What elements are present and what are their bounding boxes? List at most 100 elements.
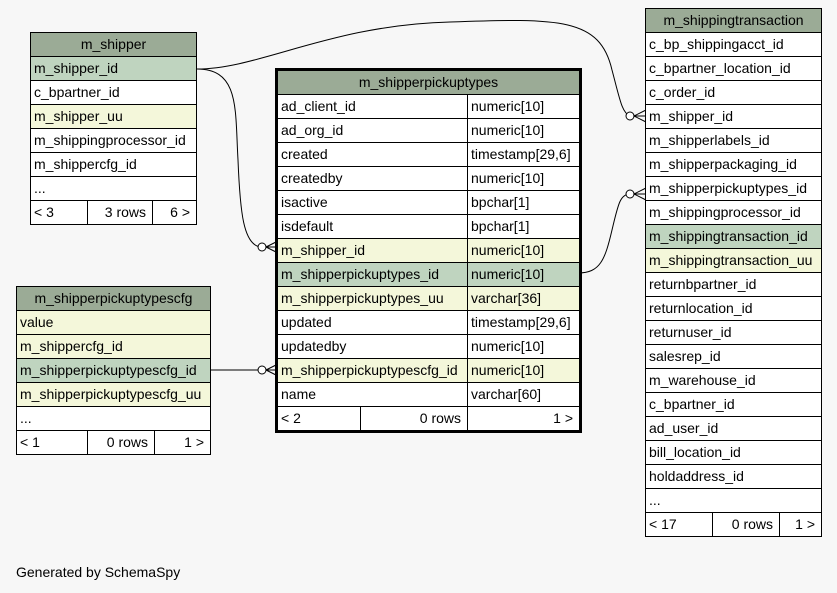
table-title[interactable]: m_shipper	[31, 33, 196, 57]
crowfoot-transaction-shipper	[633, 109, 647, 123]
column-name: m_warehouse_id	[649, 372, 756, 388]
column-list: c_bp_shippingacct_id c_bpartner_location_…	[646, 33, 821, 513]
column-name: m_shippercfg_id	[34, 156, 137, 172]
column-type: numeric[10]	[467, 239, 579, 262]
table-title[interactable]: m_shipperpickuptypes	[278, 71, 579, 95]
column-row[interactable]: holdaddress_id	[646, 465, 821, 489]
column-row[interactable]: m_shipper_id numeric[10]	[278, 239, 579, 263]
column-name: m_shipperlabels_id	[649, 132, 770, 148]
column-row[interactable]: updatedby numeric[10]	[278, 335, 579, 359]
children-count[interactable]: 6 >	[152, 201, 196, 224]
column-row[interactable]: ad_org_id numeric[10]	[278, 119, 579, 143]
table-title[interactable]: m_shippingtransaction	[646, 9, 821, 33]
column-name: ad_client_id	[281, 98, 356, 114]
column-row[interactable]: returnbpartner_id	[646, 273, 821, 297]
children-count[interactable]: 1 >	[154, 431, 210, 454]
table-footer: < 17 0 rows 1 >	[646, 513, 821, 536]
column-row[interactable]: m_shipperpickuptypescfg_uu	[17, 383, 210, 407]
column-row[interactable]: m_shipperpickuptypescfg_id	[17, 359, 210, 383]
column-list: ad_client_id numeric[10] ad_org_id numeric[…	[278, 95, 579, 407]
column-name: m_shipper_uu	[34, 108, 123, 124]
column-row[interactable]: salesrep_id	[646, 345, 821, 369]
column-name: c_bp_shippingacct_id	[649, 36, 784, 52]
column-type: numeric[10]	[467, 119, 579, 142]
row-count: 0 rows	[712, 513, 779, 536]
children-count[interactable]: 1 >	[467, 407, 579, 430]
column-row[interactable]: m_shipperpickuptypes_id	[646, 177, 821, 201]
column-row[interactable]: m_shippingtransaction_uu	[646, 249, 821, 273]
column-type: numeric[10]	[467, 167, 579, 190]
children-count[interactable]: 1 >	[779, 513, 821, 536]
column-row[interactable]: bill_location_id	[646, 441, 821, 465]
column-name: isactive	[281, 194, 328, 210]
column-row[interactable]: m_shippercfg_id	[17, 335, 210, 359]
column-name: c_bpartner_id	[649, 396, 735, 412]
column-row[interactable]: m_shippercfg_id	[31, 153, 196, 177]
optional-marker-pickuptypes-shipper	[257, 242, 267, 252]
column-row[interactable]: ad_client_id numeric[10]	[278, 95, 579, 119]
column-row[interactable]: m_shippingprocessor_id	[31, 129, 196, 153]
row-count: 0 rows	[87, 431, 154, 454]
column-row[interactable]: c_order_id	[646, 81, 821, 105]
column-row[interactable]: c_bpartner_location_id	[646, 57, 821, 81]
column-type: timestamp[29,6]	[467, 311, 579, 334]
parents-count[interactable]: < 1	[20, 434, 40, 450]
column-row[interactable]: m_shippingtransaction_id	[646, 225, 821, 249]
column-name: ad_org_id	[281, 122, 344, 138]
column-row[interactable]: returnlocation_id	[646, 297, 821, 321]
column-row[interactable]: c_bpartner_id	[646, 393, 821, 417]
column-row[interactable]: m_shipperlabels_id	[646, 129, 821, 153]
column-name: m_shipperpickuptypescfg_id	[281, 362, 458, 378]
table-footer: < 1 0 rows 1 >	[17, 431, 210, 454]
column-row[interactable]: m_shipper_id	[646, 105, 821, 129]
column-name: name	[281, 386, 317, 402]
generated-by-caption: Generated by SchemaSpy	[16, 564, 181, 580]
column-type: numeric[10]	[467, 335, 579, 358]
column-row[interactable]: m_shippingprocessor_id	[646, 201, 821, 225]
column-row[interactable]: ...	[31, 177, 196, 201]
column-name: c_order_id	[649, 84, 716, 100]
column-name: c_bpartner_location_id	[649, 60, 791, 76]
column-row[interactable]: ...	[646, 489, 821, 513]
column-type: bpchar[1]	[467, 215, 579, 238]
column-row[interactable]: c_bpartner_id	[31, 81, 196, 105]
column-name: m_shipperpickuptypescfg_uu	[20, 386, 202, 402]
column-row[interactable]: returnuser_id	[646, 321, 821, 345]
table-m-shipper[interactable]: m_shipper m_shipper_id c_bpartner_id m_shi…	[30, 32, 197, 225]
table-m-shippingtransaction[interactable]: m_shippingtransaction c_bp_shippingacct_…	[645, 8, 822, 537]
column-row[interactable]: m_shipper_id	[31, 57, 196, 81]
column-name: m_shipper_id	[281, 242, 366, 258]
parents-count[interactable]: < 2	[281, 410, 301, 426]
parents-count[interactable]: < 17	[649, 516, 677, 532]
link-shipper-transaction	[196, 19, 631, 117]
column-row[interactable]: c_bp_shippingacct_id	[646, 33, 821, 57]
parents-count[interactable]: < 3	[34, 204, 54, 220]
column-row[interactable]: m_shipperpackaging_id	[646, 153, 821, 177]
column-type: numeric[10]	[467, 95, 579, 118]
column-row[interactable]: value	[17, 311, 210, 335]
column-name: m_shippingtransaction_uu	[649, 252, 813, 268]
optional-marker-transaction-pickuptypes	[625, 189, 635, 199]
column-row[interactable]: ad_user_id	[646, 417, 821, 441]
column-row[interactable]: ...	[17, 407, 210, 431]
column-name: ...	[20, 410, 32, 426]
column-name: bill_location_id	[649, 444, 741, 460]
column-name: m_shipper_id	[34, 60, 119, 76]
column-row[interactable]: m_shipper_uu	[31, 105, 196, 129]
column-row[interactable]: m_warehouse_id	[646, 369, 821, 393]
column-name: salesrep_id	[649, 348, 721, 364]
table-title[interactable]: m_shipperpickuptypescfg	[17, 287, 210, 311]
column-name: updatedby	[281, 338, 347, 354]
